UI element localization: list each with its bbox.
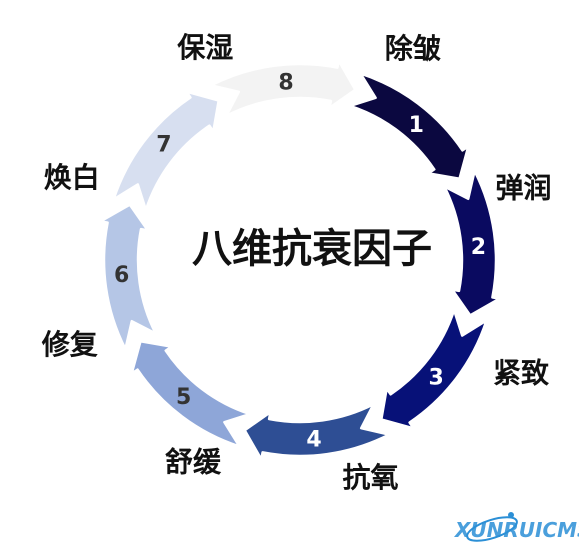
cycle-number-4: 4 <box>306 427 321 452</box>
cycle-label-7: 焕白 <box>44 161 100 194</box>
cycle-label-3: 紧致 <box>493 357 550 390</box>
cycle-arrow-4 <box>243 403 391 461</box>
cycle-arrow-7 <box>112 90 220 212</box>
cycle-label-4: 抗氧 <box>342 461 398 494</box>
cycle-number-5: 5 <box>176 385 191 410</box>
cycle-label-2: 弹润 <box>495 171 551 204</box>
cycle-number-8: 8 <box>278 71 293 96</box>
cycle-label-1: 除皱 <box>385 32 441 65</box>
cycle-arrow-3 <box>380 308 488 430</box>
cycle-arrow-5 <box>130 340 252 448</box>
cycle-label-5: 舒缓 <box>165 445 222 478</box>
cycle-label-6: 修复 <box>41 328 98 361</box>
cycle-number-1: 1 <box>409 113 424 138</box>
cycle-arrow-1 <box>348 72 470 180</box>
cycle-number-7: 7 <box>156 133 171 158</box>
cycle-label-8: 保湿 <box>177 31 233 64</box>
cycle-numbers: 1 2 3 4 5 6 7 8 <box>114 71 486 453</box>
cycle-number-2: 2 <box>471 235 486 260</box>
center-title: 八维抗衰因子 <box>192 226 432 272</box>
watermark: XUNRUICMS <box>453 512 579 542</box>
cycle-arrow-2 <box>443 169 501 317</box>
watermark-text: XUNRUICMS <box>453 518 579 542</box>
cycle-arrows <box>99 59 501 461</box>
cycle-number-3: 3 <box>428 365 443 390</box>
watermark-logo-icon <box>466 512 518 542</box>
cycle-arrow-8 <box>209 59 357 117</box>
cycle-arrow-6 <box>99 203 157 351</box>
cycle-number-6: 6 <box>114 263 129 288</box>
